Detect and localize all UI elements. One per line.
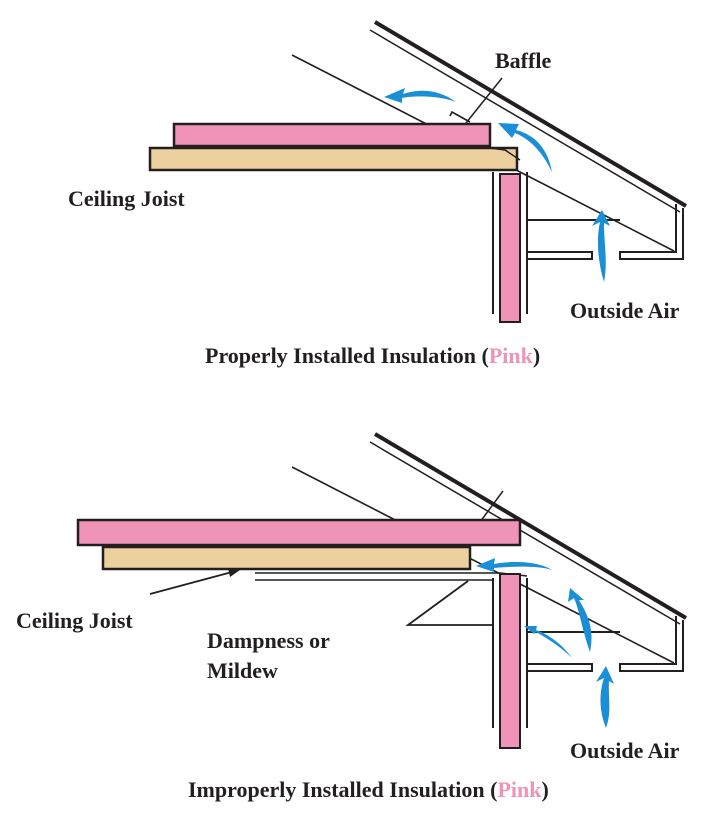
improper-installation-diagram: Ceiling Joist Dampness or Mildew Outside… (16, 432, 688, 802)
improper-caption: Improperly Installed Insulation (Pink) (188, 777, 549, 802)
wall-stud-insulation (499, 173, 521, 323)
airflow-arrow-icon (524, 626, 572, 658)
insulation-batt (172, 122, 492, 148)
ceiling-joist-label: Ceiling Joist (16, 608, 133, 633)
insulation-batt (76, 518, 522, 547)
proper-installation-diagram: Baffle Ceiling Joist Outside Air Properl… (68, 20, 688, 368)
airflow-arrow-icon (498, 123, 552, 172)
airflow-arrow-icon (596, 666, 614, 728)
dampness-label: Dampness or (207, 628, 330, 653)
baffle-label: Baffle (495, 48, 551, 73)
proper-caption: Properly Installed Insulation (Pink) (205, 343, 540, 368)
baffle (449, 110, 471, 123)
airflow-arrow-icon (568, 588, 592, 652)
airflow-arrow-icon (592, 210, 610, 282)
ceiling-joist (101, 545, 472, 571)
outside-air-label: Outside Air (570, 738, 680, 763)
outside-air-label: Outside Air (570, 298, 680, 323)
wall-stud-insulation (499, 573, 521, 749)
mildew-label: Mildew (207, 658, 278, 683)
airflow-arrow-icon (476, 558, 552, 572)
baffle-leader (465, 77, 503, 124)
ceiling-joist-label: Ceiling Joist (68, 186, 185, 211)
airflow-arrow-icon (384, 88, 456, 103)
ceiling-joist (148, 146, 519, 172)
